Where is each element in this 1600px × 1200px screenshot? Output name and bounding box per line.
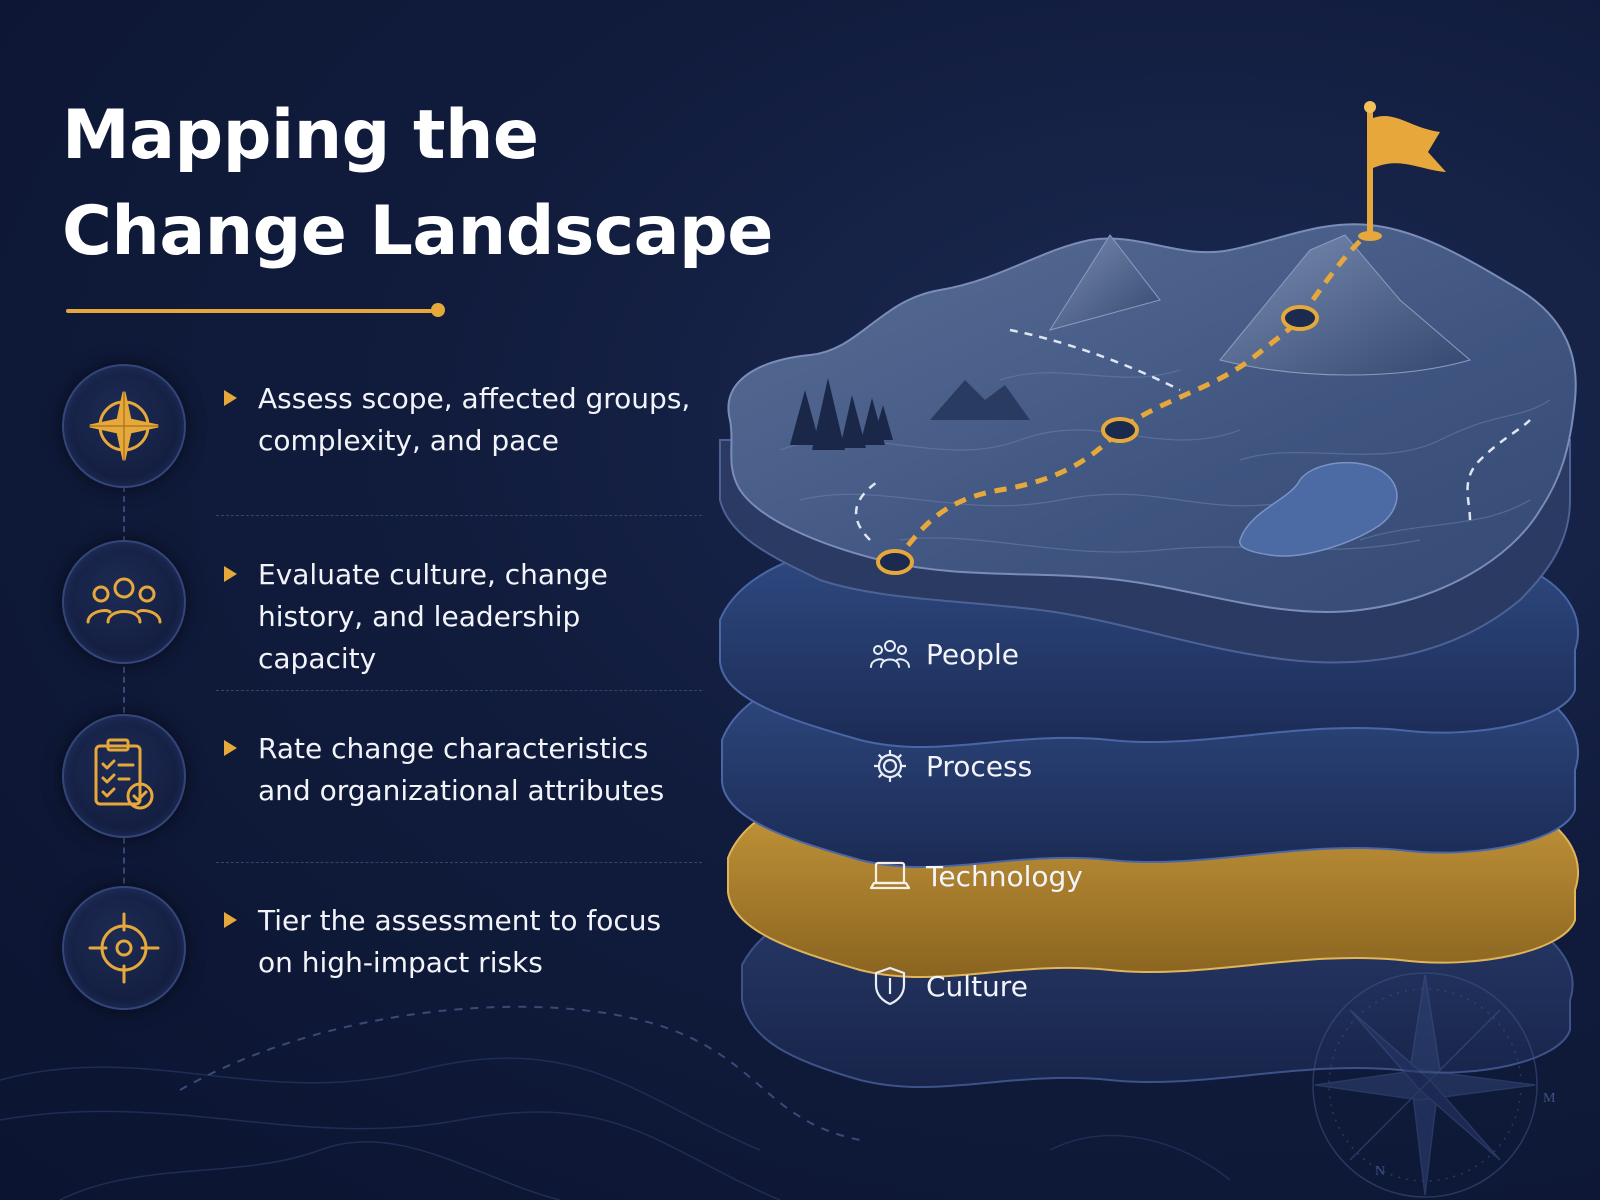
page-title: Mapping the Change Landscape — [62, 88, 773, 280]
layer-label-text: Culture — [926, 969, 1028, 1003]
layer-label-text: Process — [926, 749, 1033, 783]
compass-rose — [1312, 972, 1538, 1198]
gear-icon — [870, 748, 910, 784]
layer-label-people: People — [870, 636, 1019, 672]
compass-letter-m: M — [1543, 1091, 1556, 1106]
people-group-icon — [62, 540, 186, 664]
people-icon — [870, 636, 910, 672]
title-line-1: Mapping the — [62, 96, 539, 175]
left-dashed-trail — [854, 478, 881, 541]
step-divider — [216, 690, 702, 691]
step-bullet-arrow — [224, 912, 237, 928]
step-bullet-arrow — [224, 390, 237, 406]
step-text: Tier the assessment to focus on high-imp… — [258, 904, 662, 979]
step-text: Rate change characteristics and organiza… — [258, 732, 665, 807]
shield-icon — [870, 966, 910, 1006]
step-divider — [216, 515, 702, 516]
route-waypoints — [876, 305, 1319, 575]
layer-label-culture: Culture — [870, 966, 1028, 1006]
layer-label-technology: Technology — [870, 858, 1083, 894]
layer-label-process: Process — [870, 748, 1032, 784]
step-bullet-arrow — [224, 740, 237, 756]
side-dashed-trail — [1009, 328, 1181, 392]
layer-label-text: Technology — [926, 859, 1083, 893]
step-bullet-arrow — [224, 566, 237, 582]
background-contours — [0, 1057, 1231, 1200]
step-text: Evaluate culture, change history, and le… — [258, 558, 608, 675]
summit-flag — [1358, 101, 1446, 241]
right-dashed-trail — [1466, 419, 1531, 521]
layer-label-text: People — [926, 637, 1020, 671]
mountains — [930, 234, 1472, 420]
target-crosshair-icon — [62, 886, 186, 1010]
pine-trees — [790, 378, 893, 450]
title-underline — [66, 309, 438, 313]
lake — [1239, 461, 1398, 557]
clipboard-checklist-icon — [62, 714, 186, 838]
background-dashed-trail — [179, 1005, 861, 1141]
title-underline-dot — [431, 303, 445, 317]
title-line-2: Change Landscape — [62, 192, 773, 271]
compass-letter-n: N — [1375, 1164, 1385, 1179]
compass-star-icon — [62, 364, 186, 488]
step-divider — [216, 862, 702, 863]
laptop-icon — [870, 858, 910, 894]
step-text: Assess scope, affected groups, complexit… — [258, 382, 691, 457]
